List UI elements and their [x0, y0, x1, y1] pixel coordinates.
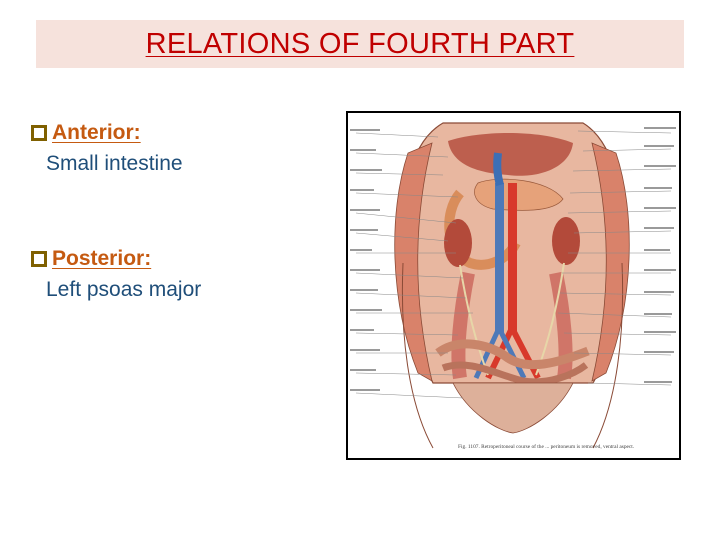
abdomen-illustration	[350, 122, 676, 449]
bullet-label-anterior: Anterior:	[52, 121, 141, 144]
figure-caption: Fig. 1107. Retroperitoneal course of the…	[458, 444, 635, 451]
slide-title: RELATIONS OF FOURTH PART	[145, 27, 575, 60]
title-banner: RELATIONS OF FOURTH PART	[36, 20, 684, 68]
bullet-label-posterior: Posterior:	[52, 247, 152, 270]
bullet-item-posterior: Posterior: Left psoas major	[30, 244, 201, 302]
bullet-detail-anterior: Small intestine	[46, 152, 183, 175]
bullet-detail-posterior: Left psoas major	[46, 278, 202, 301]
checkbox-square-icon	[31, 251, 47, 267]
bullet-item-anterior: Anterior: Small intestine	[30, 118, 183, 176]
anatomy-figure: Fig. 1107. Retroperitoneal course of the…	[346, 111, 681, 460]
checkbox-square-icon	[31, 125, 47, 141]
